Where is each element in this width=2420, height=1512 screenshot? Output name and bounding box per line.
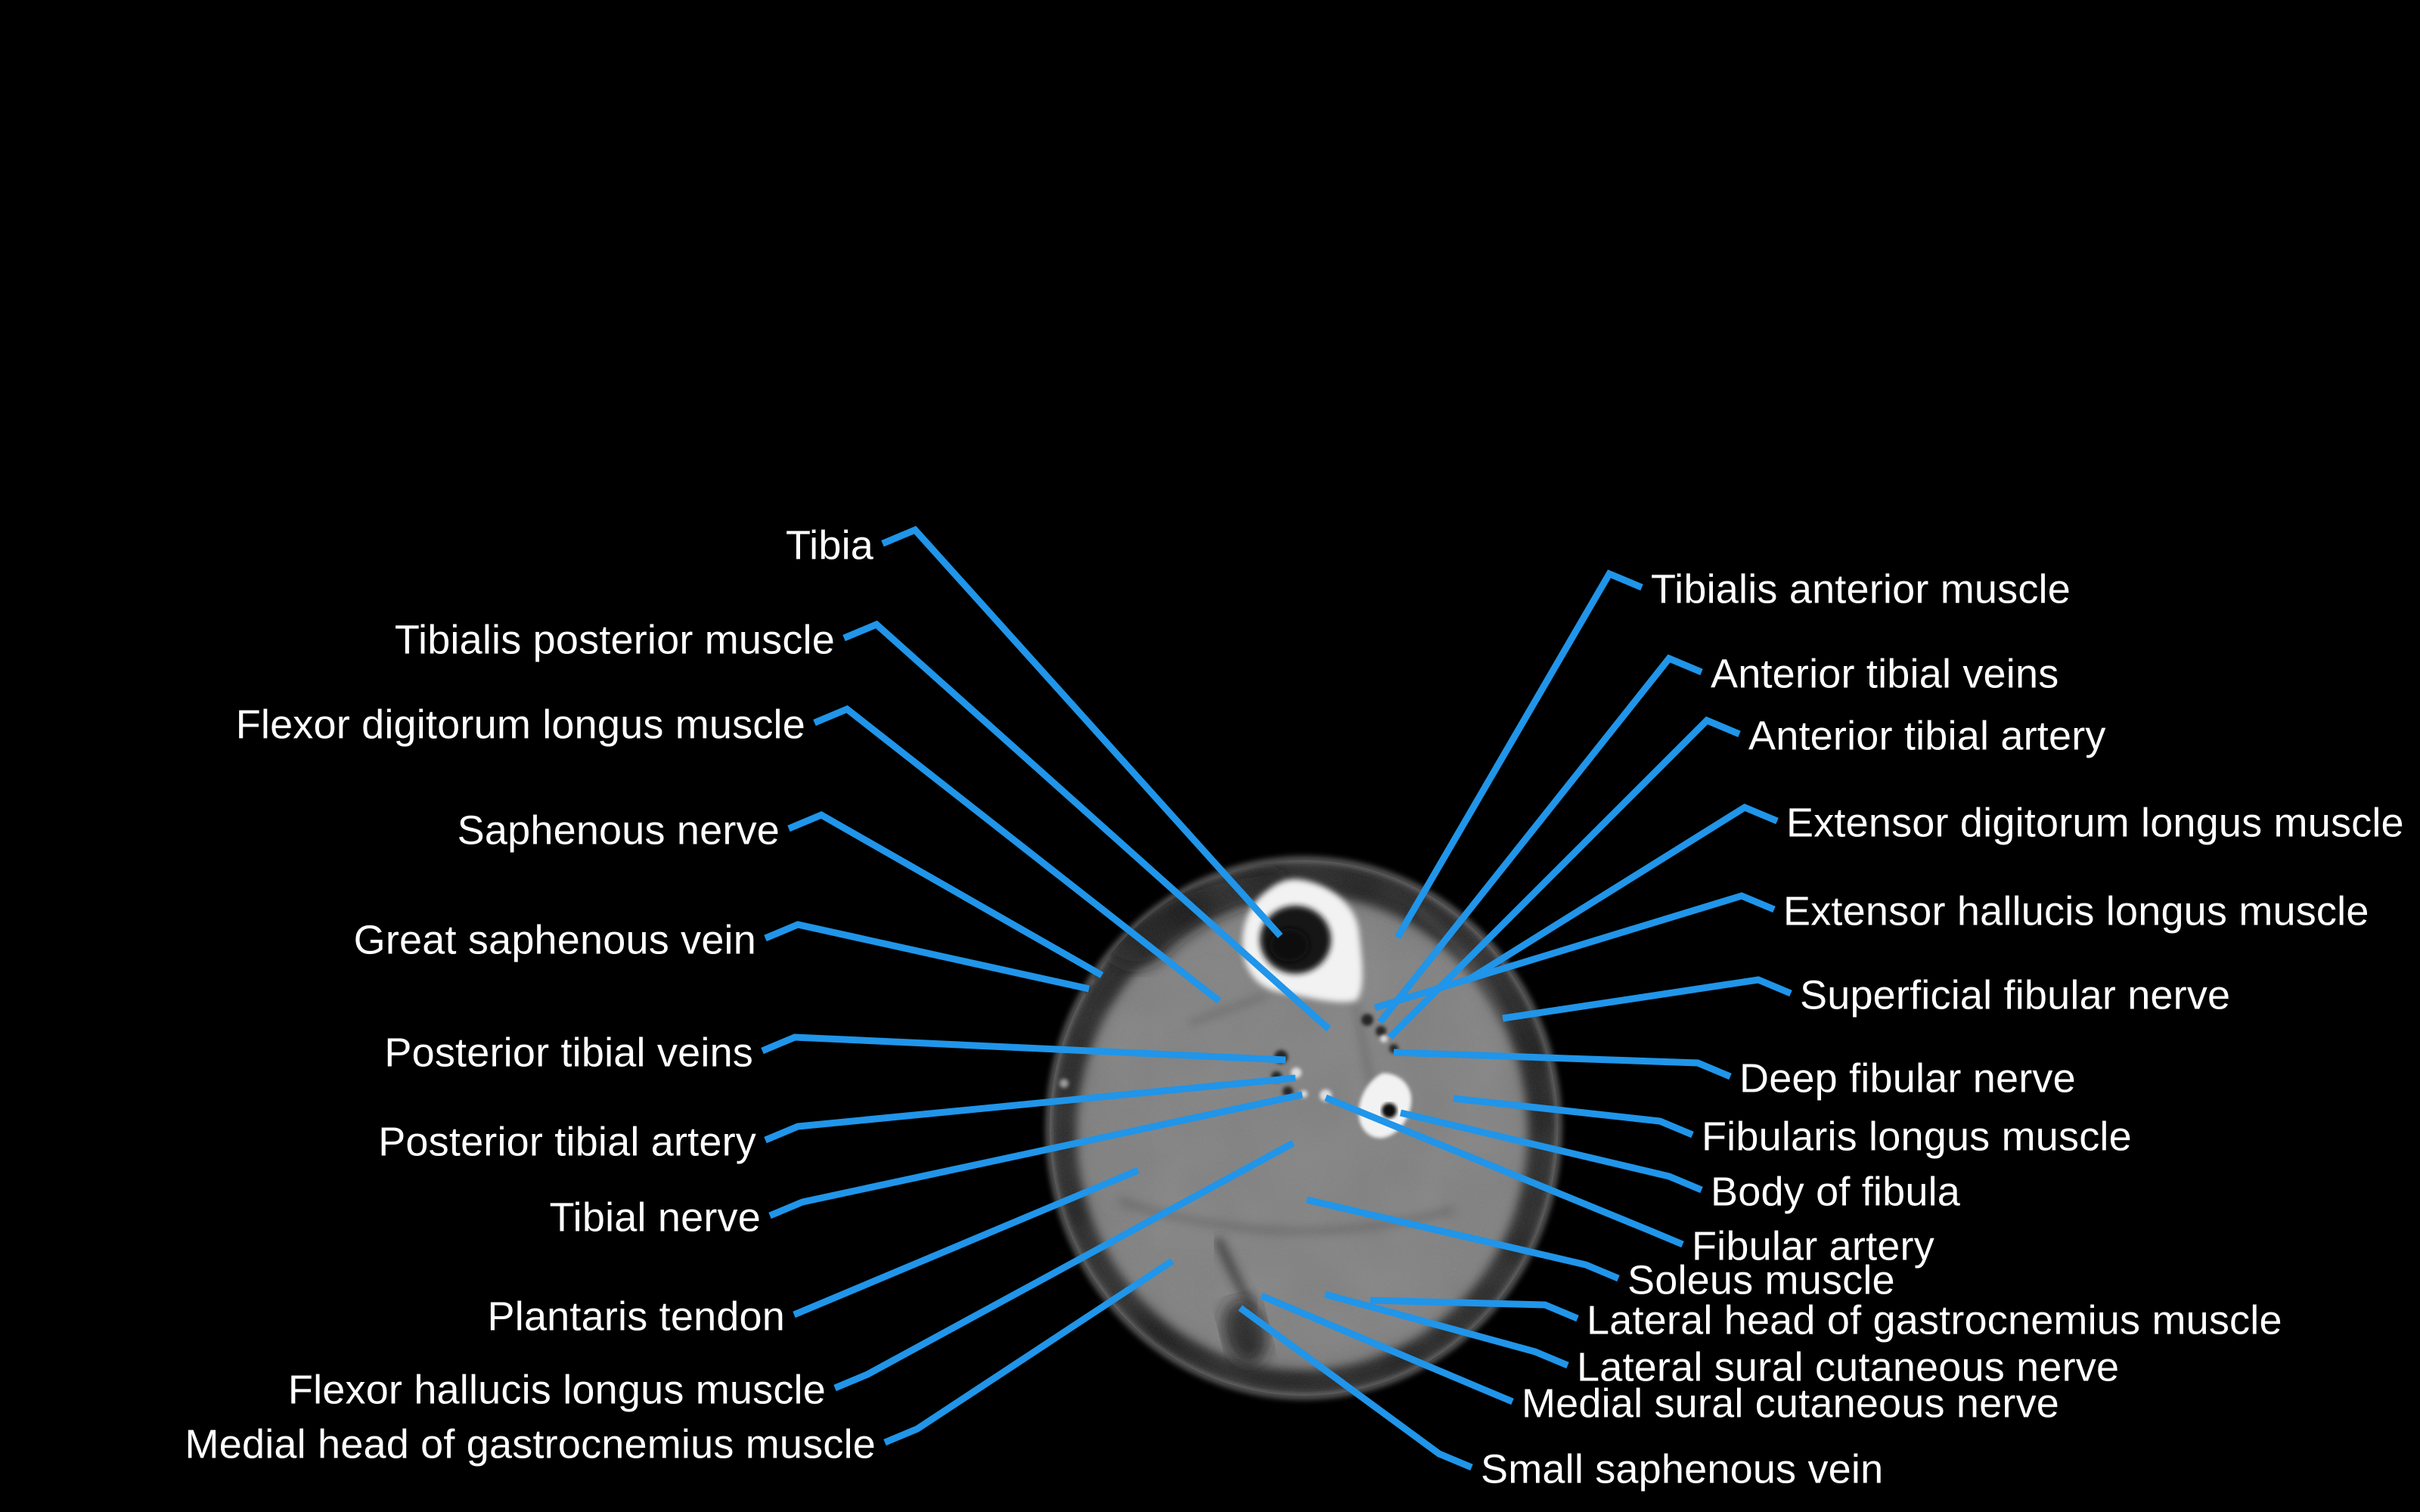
leader-line-fibular-artery bbox=[1324, 1094, 1684, 1248]
leader-line-flexor-digitorum-longus-muscle bbox=[813, 705, 1221, 1004]
leader-line-saphenous-nerve bbox=[787, 810, 1104, 978]
leader-line-anterior-tibial-artery bbox=[1387, 716, 1741, 1040]
leader-line-deep-fibular-nerve bbox=[1393, 1049, 1732, 1080]
label-posterior-tibial-artery: Posterior tibial artery bbox=[378, 1119, 756, 1165]
label-plantaris-tendon: Plantaris tendon bbox=[487, 1294, 785, 1340]
label-saphenous-nerve: Saphenous nerve bbox=[457, 807, 780, 854]
leader-line-posterior-tibial-artery bbox=[764, 1074, 1296, 1144]
label-tibialis-anterior-muscle: Tibialis anterior muscle bbox=[1651, 566, 2071, 612]
leader-line-tibialis-posterior-muscle bbox=[842, 620, 1332, 1032]
leader-line-lateral-head-of-gastrocnemius-muscle bbox=[1370, 1297, 1579, 1322]
label-body-of-fibula: Body of fibula bbox=[1711, 1169, 1961, 1215]
label-medial-sural-cutaneous-nerve: Medial sural cutaneous nerve bbox=[1522, 1380, 2060, 1427]
leader-lines-layer bbox=[761, 525, 1792, 1471]
leader-line-tibial-nerve bbox=[768, 1091, 1303, 1219]
leader-line-tibialis-anterior-muscle bbox=[1395, 569, 1643, 940]
label-flexor-digitorum-longus-muscle: Flexor digitorum longus muscle bbox=[235, 702, 805, 748]
leader-line-small-saphenous-vein bbox=[1238, 1305, 1473, 1471]
leader-line-tibia bbox=[881, 525, 1283, 939]
tibia-bone bbox=[1242, 878, 1363, 1002]
leader-line-flexor-hallucis-longus-muscle bbox=[833, 1140, 1295, 1392]
leader-line-anterior-tibial-veins bbox=[1377, 654, 1703, 1024]
leader-line-medial-sural-cutaneous-nerve bbox=[1260, 1292, 1514, 1405]
label-soleus-muscle: Soleus muscle bbox=[1627, 1257, 1895, 1303]
leader-line-medial-head-of-gastrocnemius-muscle bbox=[883, 1258, 1174, 1446]
label-medial-head-of-gastrocnemius-muscle: Medial head of gastrocnemius muscle bbox=[185, 1421, 876, 1467]
label-deep-fibular-nerve: Deep fibular nerve bbox=[1739, 1055, 2076, 1101]
leader-line-great-saphenous-vein bbox=[764, 921, 1090, 993]
label-anterior-tibial-veins: Anterior tibial veins bbox=[1711, 651, 2059, 697]
label-fibularis-longus-muscle: Fibularis longus muscle bbox=[1702, 1114, 2132, 1160]
label-tibialis-posterior-muscle: Tibialis posterior muscle bbox=[394, 617, 835, 663]
leader-line-soleus-muscle bbox=[1305, 1196, 1620, 1282]
label-lateral-head-of-gastrocnemius-muscle: Lateral head of gastrocnemius muscle bbox=[1587, 1297, 2282, 1343]
label-flexor-hallucis-longus-muscle: Flexor hallucis longus muscle bbox=[287, 1367, 826, 1413]
label-extensor-digitorum-longus-muscle: Extensor digitorum longus muscle bbox=[1786, 800, 2404, 846]
leader-line-superficial-fibular-nerve bbox=[1502, 976, 1792, 1022]
label-great-saphenous-vein: Great saphenous vein bbox=[353, 917, 756, 963]
label-posterior-tibial-veins: Posterior tibial veins bbox=[384, 1030, 753, 1076]
fibula-nutrient-foramen bbox=[1382, 1103, 1397, 1118]
leader-line-extensor-hallucis-longus-muscle bbox=[1373, 892, 1776, 1012]
label-lateral-sural-cutaneous-nerve: Lateral sural cutaneous nerve bbox=[1577, 1344, 2120, 1390]
leader-line-fibularis-longus-muscle bbox=[1453, 1095, 1694, 1139]
fibula-bone bbox=[1358, 1073, 1412, 1139]
label-anterior-tibial-artery: Anterior tibial artery bbox=[1748, 713, 2106, 759]
label-fibular-artery: Fibular artery bbox=[1692, 1223, 1934, 1269]
label-tibial-nerve: Tibial nerve bbox=[549, 1194, 761, 1241]
leader-line-plantaris-tendon bbox=[793, 1167, 1140, 1318]
leader-line-posterior-tibial-veins bbox=[761, 1033, 1286, 1064]
label-extensor-hallucis-longus-muscle: Extensor hallucis longus muscle bbox=[1783, 888, 2369, 934]
leader-line-lateral-sural-cutaneous-nerve bbox=[1323, 1290, 1569, 1369]
label-small-saphenous-vein: Small saphenous vein bbox=[1481, 1446, 1884, 1492]
leader-line-body-of-fibula bbox=[1399, 1109, 1703, 1194]
label-tibia: Tibia bbox=[785, 522, 873, 569]
label-superficial-fibular-nerve: Superficial fibular nerve bbox=[1800, 972, 2231, 1018]
leader-line-extensor-digitorum-longus-muscle bbox=[1465, 803, 1779, 984]
